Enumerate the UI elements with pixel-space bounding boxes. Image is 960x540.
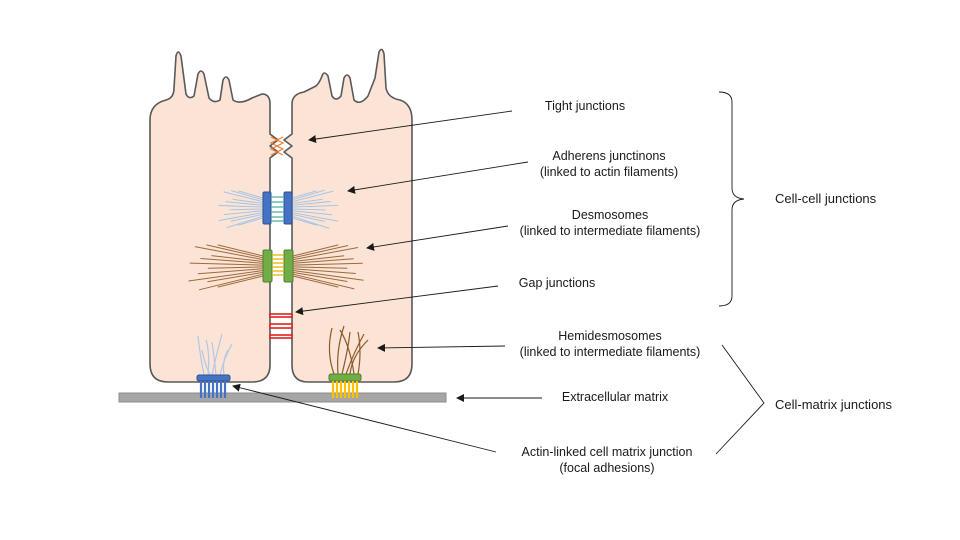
- filament-line: [223, 191, 264, 203]
- filament-line: [225, 201, 264, 206]
- filament-line: [207, 266, 264, 269]
- arrow-focal: [232, 383, 497, 453]
- intermediate-filaments: [188, 244, 364, 291]
- filament-line: [226, 215, 264, 229]
- hemidesmosome: [328, 325, 369, 398]
- group-cell-cell-text: Cell-cell junctions: [775, 191, 877, 206]
- filament-line: [292, 244, 339, 257]
- label-hemidesmosomes: Hemidesmosomes (linked to intermediate f…: [520, 328, 701, 360]
- filament-line: [292, 270, 364, 281]
- arrow-tight: [308, 110, 513, 143]
- group-cell-matrix-text: Cell-matrix junctions: [775, 397, 893, 412]
- arrow-desmosome: [366, 225, 509, 251]
- filament-line: [292, 271, 348, 282]
- filament-line: [207, 271, 264, 283]
- left-cell: [149, 51, 279, 383]
- filament-line: [292, 245, 349, 259]
- label-tight-text: Tight junctions: [544, 99, 626, 113]
- filament-line: [188, 270, 264, 282]
- filament-line: [232, 198, 264, 204]
- focal-adhesion: [196, 333, 233, 398]
- arrow-adherens: [347, 161, 529, 194]
- filament-line: [291, 212, 339, 222]
- filament-line: [211, 255, 264, 262]
- filament-line: [292, 262, 363, 266]
- right-cell: [283, 48, 413, 383]
- filament-line: [238, 190, 264, 199]
- filament-line: [292, 258, 354, 264]
- filament-line: [291, 190, 334, 203]
- label-focal-adhesions: Actin-linked cell matrix junction (focal…: [522, 444, 693, 476]
- desmosome: [262, 249, 294, 283]
- filament-line: [229, 208, 264, 211]
- label-hemi-line1: Hemidesmosomes: [558, 329, 662, 343]
- filament-line: [291, 215, 330, 229]
- filament-line: [238, 217, 264, 226]
- filament-line: [197, 268, 264, 275]
- filament-line: [200, 258, 264, 264]
- filament-line: [291, 217, 317, 226]
- filament-line: [217, 244, 264, 257]
- actin-filaments: [218, 189, 339, 229]
- label-desmosomes-line2: (linked to intermediate filaments): [519, 224, 701, 238]
- label-focal-line1: Actin-linked cell matrix junction: [521, 445, 693, 459]
- cell-matrix-bracket: [715, 344, 765, 455]
- tight-junction: [269, 136, 285, 156]
- adherens-junction: [262, 191, 293, 225]
- filament-line: [218, 212, 264, 222]
- filament-line: [223, 210, 264, 216]
- label-gap-text: Gap junctions: [518, 276, 596, 290]
- filament-line: [198, 273, 264, 291]
- filament-line: [230, 190, 264, 201]
- filament-line: [292, 266, 348, 269]
- group-cell-cell-junctions: Cell-cell junctions: [775, 191, 876, 206]
- label-tight-junctions: Tight junctions: [545, 98, 625, 114]
- label-adherens-line1: Adherens junctinons: [552, 149, 666, 163]
- arrow-gap: [295, 285, 499, 316]
- filament-line: [292, 275, 339, 288]
- label-extracellular-matrix: Extracellular matrix: [562, 389, 668, 405]
- label-ecm-text: Extracellular matrix: [561, 390, 669, 404]
- filament-line: [291, 189, 325, 201]
- filament-line: [217, 275, 264, 288]
- filament-line: [291, 201, 331, 206]
- filament-line: [292, 255, 345, 262]
- filament-line: [291, 208, 326, 211]
- filament-line: [292, 247, 359, 261]
- group-cell-matrix-junctions: Cell-matrix junctions: [775, 397, 892, 412]
- label-desmosomes-line1: Desmosomes: [571, 208, 649, 222]
- filament-line: [291, 213, 325, 222]
- filament-line: [291, 198, 323, 204]
- filament-line: [292, 273, 355, 290]
- filament-line: [194, 246, 264, 261]
- label-adherens-line2: (linked to actin filaments): [539, 165, 679, 179]
- filament-line: [230, 213, 264, 222]
- filament-line: [292, 268, 356, 274]
- label-hemi-line2: (linked to intermediate filaments): [519, 345, 701, 359]
- filament-line: [189, 262, 264, 266]
- filament-line: [218, 205, 264, 208]
- filament-line: [291, 210, 333, 216]
- filament-line: [206, 244, 264, 259]
- label-focal-line2: (focal adhesions): [559, 461, 655, 475]
- cell-cell-bracket: [718, 91, 745, 307]
- label-gap-junctions: Gap junctions: [519, 275, 595, 291]
- extracellular-matrix: [118, 392, 447, 403]
- label-desmosomes: Desmosomes (linked to intermediate filam…: [520, 207, 701, 239]
- gap-junction: [269, 313, 293, 339]
- filament-line: [291, 190, 317, 199]
- label-adherens-junctions: Adherens junctinons (linked to actin fil…: [540, 148, 678, 180]
- filament-line: [291, 204, 339, 208]
- arrow-hemidesmosome: [377, 343, 506, 352]
